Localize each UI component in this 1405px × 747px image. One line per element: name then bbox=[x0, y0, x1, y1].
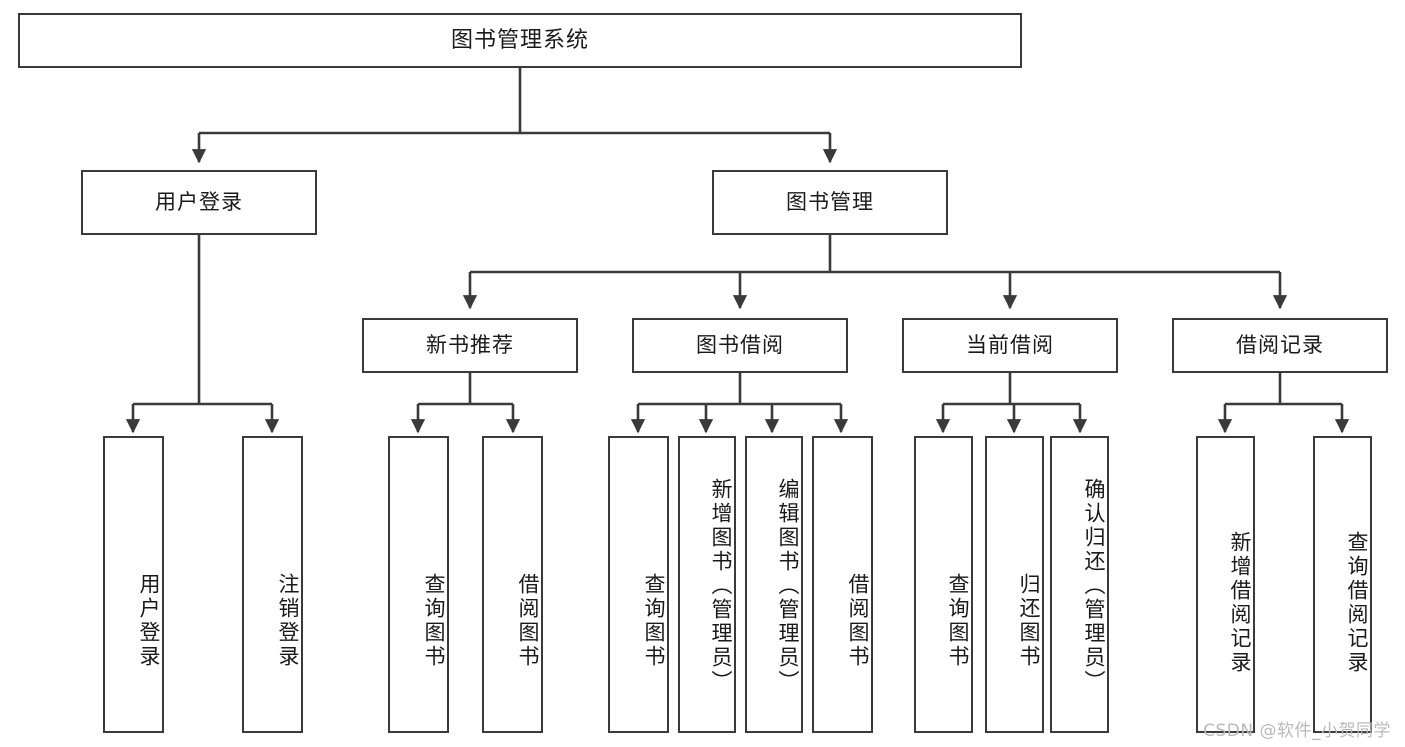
leaf-query-record[interactable]: 查询借阅记录 bbox=[1313, 436, 1372, 733]
leaf-borrow-book-1-label: 借阅图书 bbox=[516, 572, 540, 669]
node-book-manage-label: 图书管理 bbox=[786, 190, 874, 215]
leaf-edit-book[interactable]: 编辑图书（管理员） bbox=[745, 436, 803, 733]
leaf-edit-book-label: 编辑图书（管理员） bbox=[776, 477, 800, 694]
node-root-label: 图书管理系统 bbox=[450, 27, 589, 53]
node-borrow-record[interactable]: 借阅记录 bbox=[1172, 318, 1388, 373]
watermark-text: CSDN @软件_小贺同学 bbox=[1203, 721, 1391, 741]
node-current-borrow[interactable]: 当前借阅 bbox=[902, 318, 1118, 373]
leaf-user-login[interactable]: 用户登录 bbox=[103, 436, 164, 733]
node-borrow-record-label: 借阅记录 bbox=[1236, 333, 1324, 358]
node-user-login-label: 用户登录 bbox=[155, 190, 243, 215]
leaf-query-book-3[interactable]: 查询图书 bbox=[914, 436, 973, 733]
node-new-book-recommend-label: 新书推荐 bbox=[426, 333, 514, 358]
node-root[interactable]: 图书管理系统 bbox=[18, 13, 1022, 68]
leaf-query-book-2[interactable]: 查询图书 bbox=[608, 436, 669, 733]
leaf-return-book[interactable]: 归还图书 bbox=[985, 436, 1044, 733]
leaf-add-book[interactable]: 新增图书（管理员） bbox=[678, 436, 736, 733]
node-book-borrow[interactable]: 图书借阅 bbox=[632, 318, 848, 373]
leaf-return-book-label: 归还图书 bbox=[1017, 572, 1041, 669]
leaf-query-book-1-label: 查询图书 bbox=[422, 572, 446, 669]
node-user-login[interactable]: 用户登录 bbox=[81, 170, 317, 235]
leaf-query-book-1[interactable]: 查询图书 bbox=[388, 436, 449, 733]
leaf-user-logout-label: 注销登录 bbox=[276, 572, 300, 669]
leaf-add-record[interactable]: 新增借阅记录 bbox=[1196, 436, 1255, 733]
leaf-user-logout[interactable]: 注销登录 bbox=[242, 436, 303, 733]
leaf-borrow-book-2-label: 借阅图书 bbox=[846, 572, 870, 669]
leaf-query-record-label: 查询借阅记录 bbox=[1345, 530, 1369, 675]
leaf-add-record-label: 新增借阅记录 bbox=[1228, 530, 1252, 675]
leaf-user-login-label: 用户登录 bbox=[137, 572, 161, 669]
node-new-book-recommend[interactable]: 新书推荐 bbox=[362, 318, 578, 373]
leaf-add-book-label: 新增图书（管理员） bbox=[709, 477, 733, 694]
leaf-confirm-return[interactable]: 确认归还（管理员） bbox=[1050, 436, 1109, 733]
leaf-query-book-3-label: 查询图书 bbox=[946, 572, 970, 669]
node-book-manage[interactable]: 图书管理 bbox=[712, 170, 948, 235]
leaf-query-book-2-label: 查询图书 bbox=[642, 572, 666, 669]
node-book-borrow-label: 图书借阅 bbox=[696, 333, 784, 358]
leaf-borrow-book-2[interactable]: 借阅图书 bbox=[812, 436, 873, 733]
node-current-borrow-label: 当前借阅 bbox=[966, 333, 1054, 358]
leaf-borrow-book-1[interactable]: 借阅图书 bbox=[482, 436, 543, 733]
leaf-confirm-return-label: 确认归还（管理员） bbox=[1082, 477, 1106, 694]
